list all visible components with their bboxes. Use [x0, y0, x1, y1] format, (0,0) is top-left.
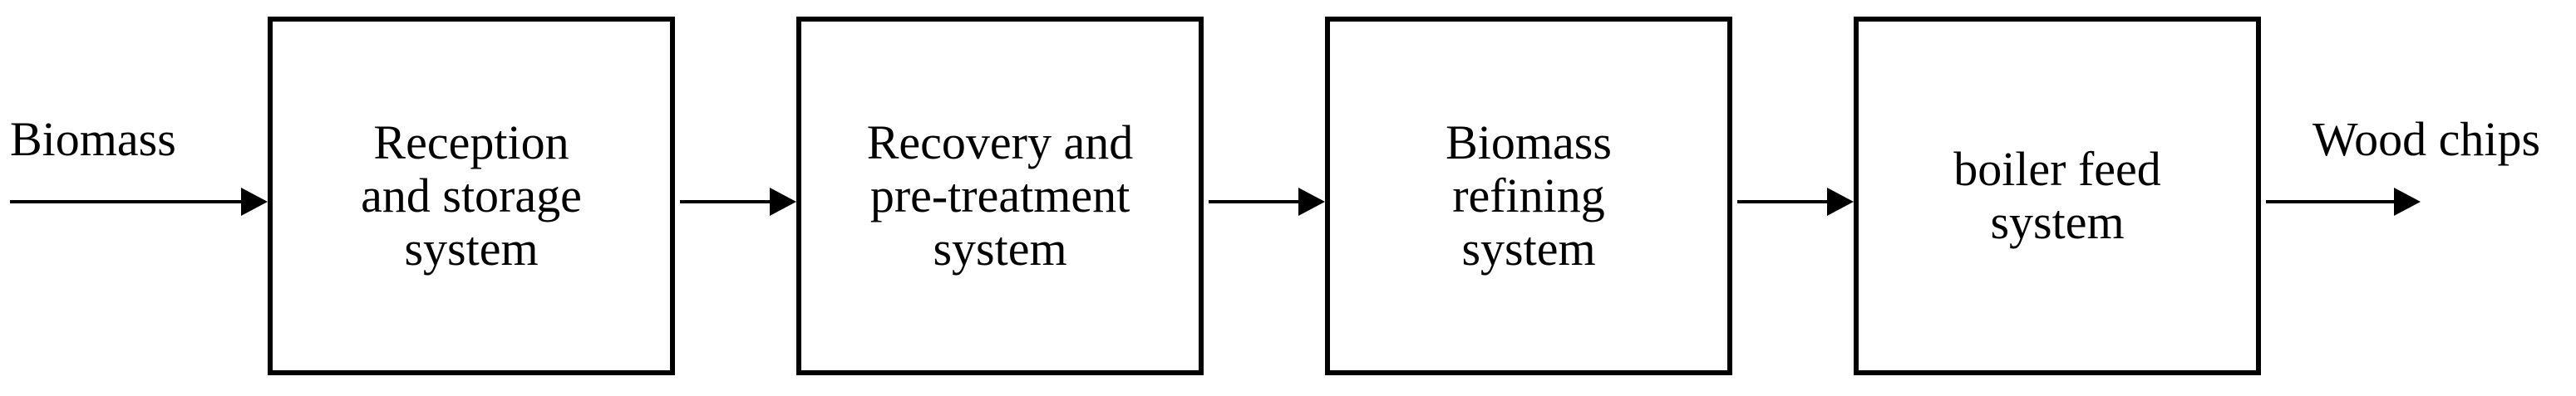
stage-label-line: system — [933, 222, 1067, 276]
arrow-2-3-head — [1298, 188, 1325, 216]
stage-label-line: system — [1461, 222, 1596, 276]
output-arrowhead — [2394, 188, 2421, 216]
stage-box-recovery: Recovery and pre-treatment system — [796, 17, 1204, 375]
stage-box-refining: Biomass refining system — [1325, 17, 1732, 375]
stage-label-line: refining — [1452, 169, 1605, 222]
stage-label-line: Reception — [373, 115, 569, 169]
stage-box-reception: Reception and storage system — [268, 17, 675, 375]
stage-label-line: Biomass — [1446, 115, 1612, 169]
stage-label-line: system — [1990, 195, 2125, 249]
stage-box-boiler-feed: boiler feed system — [1854, 17, 2261, 375]
stage-label-line: and storage — [361, 169, 582, 222]
stage-label-line: system — [404, 222, 539, 276]
output-label: Wood chips — [2312, 112, 2541, 166]
stage-label-line: Recovery and — [866, 115, 1134, 169]
input-label: Biomass — [10, 112, 176, 166]
arrow-1-2-head — [770, 188, 796, 216]
arrow-3-4-head — [1827, 188, 1854, 216]
input-arrowhead — [241, 188, 268, 216]
stage-label-line: boiler feed — [1953, 142, 2161, 196]
stage-label-line: pre-treatment — [869, 169, 1130, 222]
